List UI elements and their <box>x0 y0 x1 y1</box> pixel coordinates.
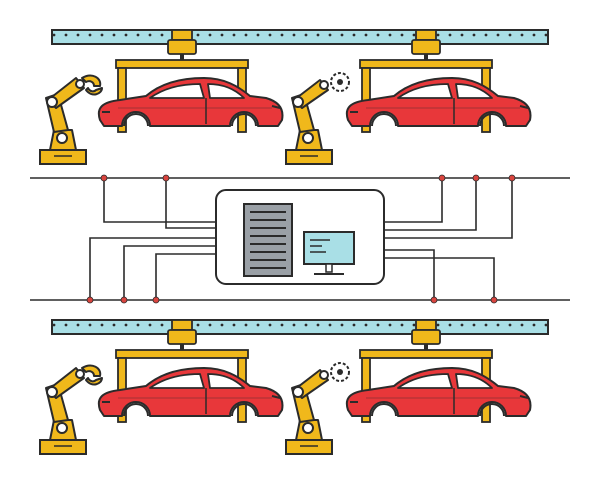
top-right-robot-saw-icon <box>285 72 350 165</box>
top-conveyor-rail <box>51 29 549 45</box>
bottom-conveyor-rail <box>51 319 549 335</box>
top-assembly-line <box>39 29 549 165</box>
network-nodes <box>86 174 516 304</box>
control-network <box>30 177 570 301</box>
bottom-right-robot-saw-icon <box>285 362 350 455</box>
bottom-right-car <box>345 367 532 417</box>
top-left-robot-gripper-icon <box>39 74 103 165</box>
top-right-car <box>345 77 532 127</box>
control-panel <box>215 189 385 285</box>
bottom-assembly-line <box>39 319 549 455</box>
bottom-left-robot-gripper-icon <box>39 364 103 455</box>
computer-monitor-icon <box>303 231 355 275</box>
server-rack-icon <box>243 203 293 277</box>
